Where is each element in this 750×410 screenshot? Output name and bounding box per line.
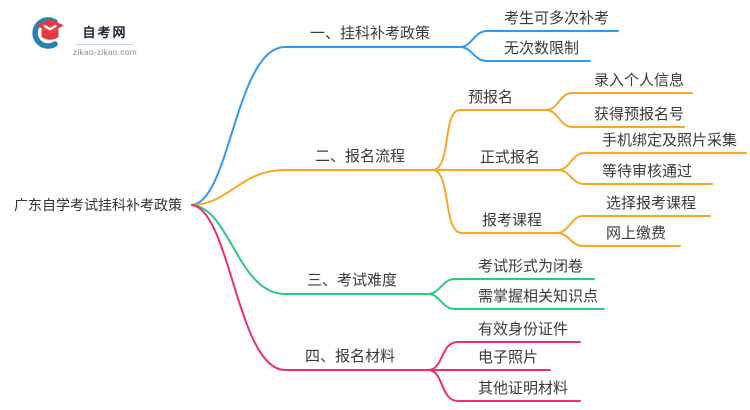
graduation-cap-icon [32,17,64,49]
branch-lines-signup-materials [191,204,581,402]
leaf-line-1-2 [459,46,591,62]
branch-lines-exam-difficulty [191,204,605,310]
leaf-line-4-3 [427,369,581,402]
branch-2-sub-1-leaf-1-node: 录入个人信息 [594,72,685,89]
leaf-line-3-2 [427,293,605,310]
branch-2-sub-2-node: 正式报名 [480,149,541,166]
branch-1-leaf-2-node: 无次数限制 [504,40,580,57]
branch-line-main-1 [191,46,461,206]
leaf-line-2-1-1 [545,92,693,111]
branch-3-node: 三、考试难度 [307,272,398,289]
site-logo-text: 自考网 zikao-zikao.com [73,22,137,57]
leaf-line-2-2-2 [557,169,713,185]
site-logo: 自考网 zikao-zikao.com [27,13,137,57]
branch-2-sub-2-leaf-1-node: 手机绑定及照片采集 [602,132,738,149]
branch-3-leaf-2-node: 需掌握相关知识点 [478,288,599,305]
branch-2-sub-2-leaf-2-node: 等待审核通过 [602,163,693,180]
leaf-line-2-3-2 [556,232,681,247]
root-node: 广东自学考试挂科补考政策 [14,197,182,213]
sub-line-2-3 [431,169,558,234]
sub-line-2-1 [431,109,547,171]
branch-lines-retake-policy [191,30,619,206]
branch-3-leaf-1-node: 考试形式为闭卷 [478,258,584,275]
branch-4-leaf-1-node: 有效身份证件 [478,321,569,338]
branch-2-sub-3-node: 报考课程 [482,212,543,229]
branch-line-main-2 [191,169,433,206]
branch-2-sub-3-leaf-2-node: 网上缴费 [606,225,667,242]
branch-4-node: 四、报名材料 [305,348,396,365]
branch-1-node: 一、挂科补考政策 [310,25,431,42]
branch-4-leaf-3-node: 其他证明材料 [478,380,569,397]
leaf-line-4-1 [427,341,581,371]
site-domain: zikao-zikao.com [73,47,137,57]
branch-1-leaf-1-node: 考生可多次补考 [504,10,610,27]
branch-2-sub-1-leaf-2-node: 获得预报名号 [594,106,685,123]
site-name: 自考网 [76,22,134,45]
branch-lines-signup-flow [191,92,747,247]
branch-2-node: 二、报名流程 [315,148,406,165]
leaf-line-2-1-2 [545,109,685,128]
branch-2-sub-1-node: 预报名 [468,89,514,106]
branch-line-main-3 [191,204,429,295]
branch-4-leaf-2-node: 电子照片 [478,349,539,366]
branch-2-sub-3-leaf-1-node: 选择报考课程 [606,195,697,212]
branch-line-main-4 [191,204,429,371]
